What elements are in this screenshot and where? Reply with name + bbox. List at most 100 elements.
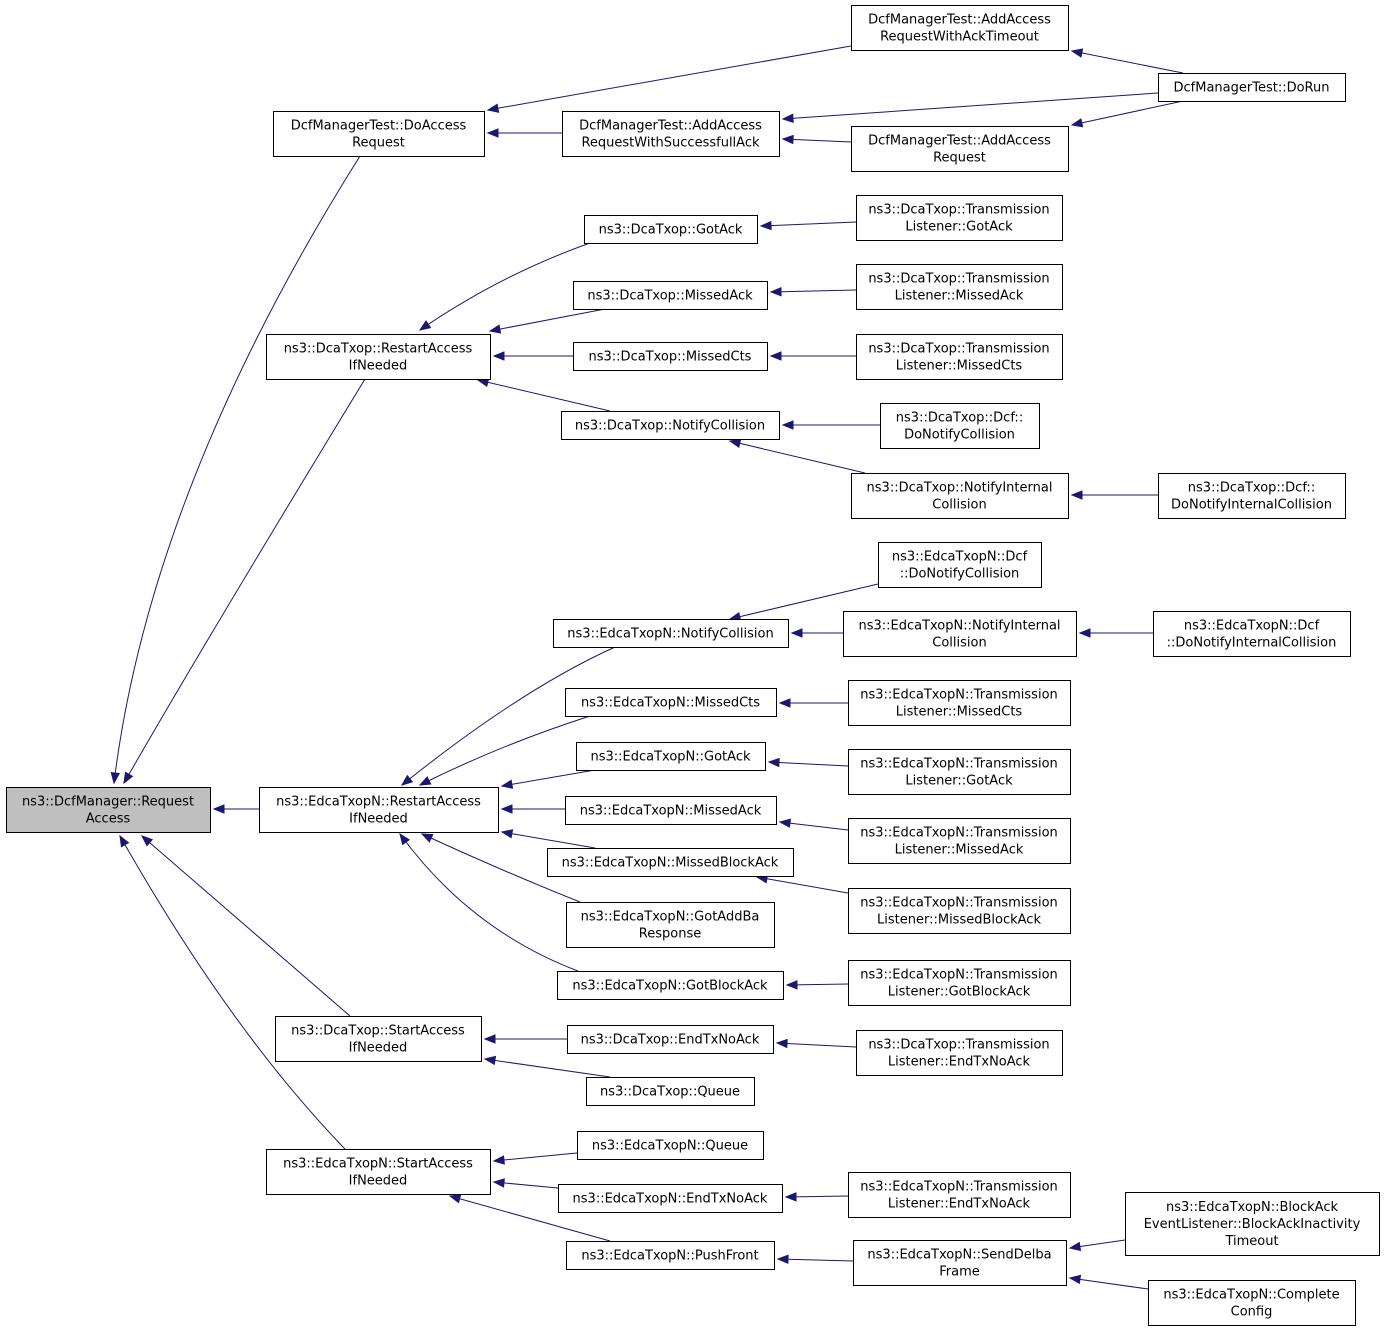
edge-line [119,835,346,1150]
node-box [1148,1280,1356,1326]
call-edge-dca_dcf_donotifycoll-to-dca_notifycoll [781,420,880,430]
node-label-line: ns3::EdcaTxopN::MissedAck [580,804,762,819]
node-box [573,342,768,371]
node-dca-missedcts[interactable]: ns3::DcaTxop::MissedCts [573,342,768,371]
edge-arrowhead [500,829,514,839]
edge-arrowhead [767,757,780,768]
edge-arrowhead [776,1254,789,1265]
edge-arrowhead [483,1055,497,1066]
node-edca-missedack[interactable]: ns3::EdcaTxopN::MissedAck [565,796,777,825]
edge-line [113,155,361,784]
call-edge-dca_endtx-to-dca_start [483,1034,567,1044]
node-edca-pushfront[interactable]: ns3::EdcaTxopN::PushFront [566,1241,775,1270]
node-box [547,848,794,877]
node-dca-tl-gotack[interactable]: ns3::DcaTxop::TransmissionListener::GotA… [856,195,1063,241]
edge-arrowhead [399,832,411,846]
node-dca-queue[interactable]: ns3::DcaTxop::Queue [586,1077,755,1106]
node-dca-missedack[interactable]: ns3::DcaTxop::MissedAck [573,281,768,310]
node-box [266,1149,491,1195]
node-edca-tl-gotblockack[interactable]: ns3::EdcaTxopN::TransmissionListener::Go… [848,960,1071,1006]
node-edca-tl-gotack[interactable]: ns3::EdcaTxopN::TransmissionListener::Go… [848,749,1071,795]
edge-arrowhead [728,438,742,449]
node-box [851,126,1069,172]
node-edca-tl-endtx[interactable]: ns3::EdcaTxopN::TransmissionListener::En… [848,1172,1071,1218]
node-label-line: ns3::EdcaTxopN::SendDelba [867,1248,1051,1263]
call-edge-dm_dorun-to-dm_addsucc [781,92,1159,124]
node-dm-dorun[interactable]: DcfManagerTest::DoRun [1158,73,1346,102]
node-label-line: DcfManagerTest::AddAccess [579,119,762,134]
edge-line [487,45,852,111]
node-label-line: Listener::GotBlockAck [888,985,1031,1000]
node-dca-tl-endtx[interactable]: ns3::DcaTxop::TransmissionListener::EndT… [856,1030,1063,1076]
node-box [880,403,1040,449]
edge-arrowhead [119,834,130,848]
node-dca-gotack[interactable]: ns3::DcaTxop::GotAck [584,215,758,244]
node-label-line: ns3::EdcaTxopN::Transmission [860,1180,1058,1195]
node-dca-dcf-donotifyint[interactable]: ns3::DcaTxop::Dcf::DoNotifyInternalColli… [1158,473,1346,519]
node-edca-notifyint[interactable]: ns3::EdcaTxopN::NotifyInternalCollision [843,611,1077,657]
node-label-line: ns3::EdcaTxopN::MissedCts [581,696,760,711]
node-box [856,264,1063,310]
node-dca-notifyint[interactable]: ns3::DcaTxop::NotifyInternalCollision [851,473,1069,519]
node-box [577,1131,764,1160]
edge-arrowhead [769,287,782,297]
node-edca-tl-missedblockack[interactable]: ns3::EdcaTxopN::TransmissionListener::Mi… [848,888,1071,934]
node-edca-endtx[interactable]: ns3::EdcaTxopN::EndTxNoAck [558,1184,783,1213]
edge-line [782,138,852,143]
node-box [1158,473,1346,519]
call-edge-edca_queue-to-edca_start [492,1152,578,1165]
node-edca-notifycoll[interactable]: ns3::EdcaTxopN::NotifyCollision [553,619,789,648]
node-label-line: RequestWithAckTimeout [880,30,1039,45]
node-label-line: Response [639,927,701,942]
node-box [843,611,1077,657]
node-box [856,195,1063,241]
node-edca-missedblockack[interactable]: ns3::EdcaTxopN::MissedBlockAck [547,848,794,877]
node-box [1125,1192,1380,1256]
call-edge-dca_tl_missedcts-to-dca_missedcts [769,351,856,361]
node-dca-tl-missedcts[interactable]: ns3::DcaTxop::TransmissionListener::Miss… [856,334,1063,380]
node-box [259,787,499,833]
node-edca-tl-missedcts[interactable]: ns3::EdcaTxopN::TransmissionListener::Mi… [848,680,1071,726]
call-edge-dca_tl_gotack-to-dca_gotack [759,220,857,231]
node-dca-dcf-donotifycoll[interactable]: ns3::DcaTxop::Dcf::DoNotifyCollision [880,403,1040,449]
node-edca-tl-missedack[interactable]: ns3::EdcaTxopN::TransmissionListener::Mi… [848,818,1071,864]
edge-arrowhead [1070,490,1083,500]
call-edge-dca_tl_missedack-to-dca_missedack [769,287,857,297]
edge-arrowhead [483,1034,496,1044]
node-edca-queue[interactable]: ns3::EdcaTxopN::Queue [577,1131,764,1160]
node-label-line: ns3::DcaTxop::Dcf:: [896,411,1023,426]
node-box [567,1025,774,1054]
node-edca-missedcts[interactable]: ns3::EdcaTxopN::MissedCts [565,688,777,717]
call-edge-edca_completeconfig-to-edca_senddelba [1068,1274,1149,1290]
call-edge-edca_tl_missedcts-to-edca_missedcts [778,698,848,708]
node-label-line: ns3::EdcaTxopN::PushFront [581,1249,758,1264]
edge-arrowhead [400,774,414,786]
edge-line [779,821,849,831]
call-edge-dca_missedack-to-dca_restart [488,308,606,334]
node-edca-dcf-donotifyint[interactable]: ns3::EdcaTxopN::Dcf::DoNotifyInternalCol… [1153,611,1351,657]
node-dm-addtimeout[interactable]: DcfManagerTest::AddAccessRequestWithAckT… [851,5,1069,51]
node-box [566,902,775,948]
node-box [557,971,784,1000]
node-dca-notifycoll[interactable]: ns3::DcaTxop::NotifyCollision [561,411,780,440]
node-dca-tl-missedack[interactable]: ns3::DcaTxop::TransmissionListener::Miss… [856,264,1063,310]
node-edca-gotack[interactable]: ns3::EdcaTxopN::GotAck [576,742,766,771]
node-edca-blockack-timeout[interactable]: ns3::EdcaTxopN::BlockAckEventListener::B… [1125,1192,1380,1256]
edge-arrowhead [1070,48,1084,58]
node-dca-endtx[interactable]: ns3::DcaTxop::EndTxNoAck [567,1025,774,1054]
node-label-line: ns3::EdcaTxopN::StartAccess [283,1157,473,1172]
node-dm-addsucc[interactable]: DcfManagerTest::AddAccessRequestWithSucc… [562,111,780,157]
node-label-line: ns3::DcaTxop::StartAccess [291,1024,465,1039]
edge-line [421,833,581,903]
node-edca-dcf-donotifycoll[interactable]: ns3::EdcaTxopN::Dcf::DoNotifyCollision [878,542,1042,588]
node-edca-gotblockack[interactable]: ns3::EdcaTxopN::GotBlockAck [557,971,784,1000]
